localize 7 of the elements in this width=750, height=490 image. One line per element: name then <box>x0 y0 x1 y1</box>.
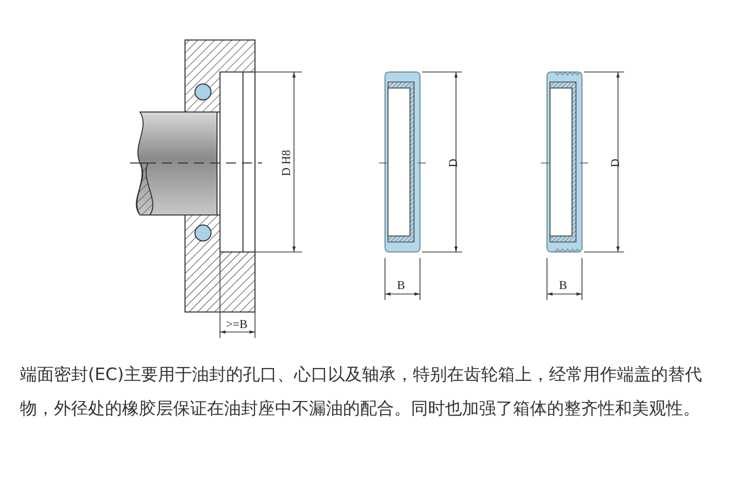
caption-text: 端面密封(EC)主要用于油封的孔口、心口以及轴承，特别在齿轮箱上，经常用作端盖的替代物，外径处的橡胶层保证在油封座中不漏油的配合。同时也加强了箱体的整齐性和美观性。 <box>20 364 703 421</box>
dimension-label: D <box>609 158 621 168</box>
dimension-label: D H8 <box>280 150 292 176</box>
dimension-label: B <box>559 279 568 291</box>
dimension-label: B <box>397 279 406 291</box>
dimension-label: D <box>447 158 459 168</box>
dimension-label: >=B <box>226 318 248 330</box>
